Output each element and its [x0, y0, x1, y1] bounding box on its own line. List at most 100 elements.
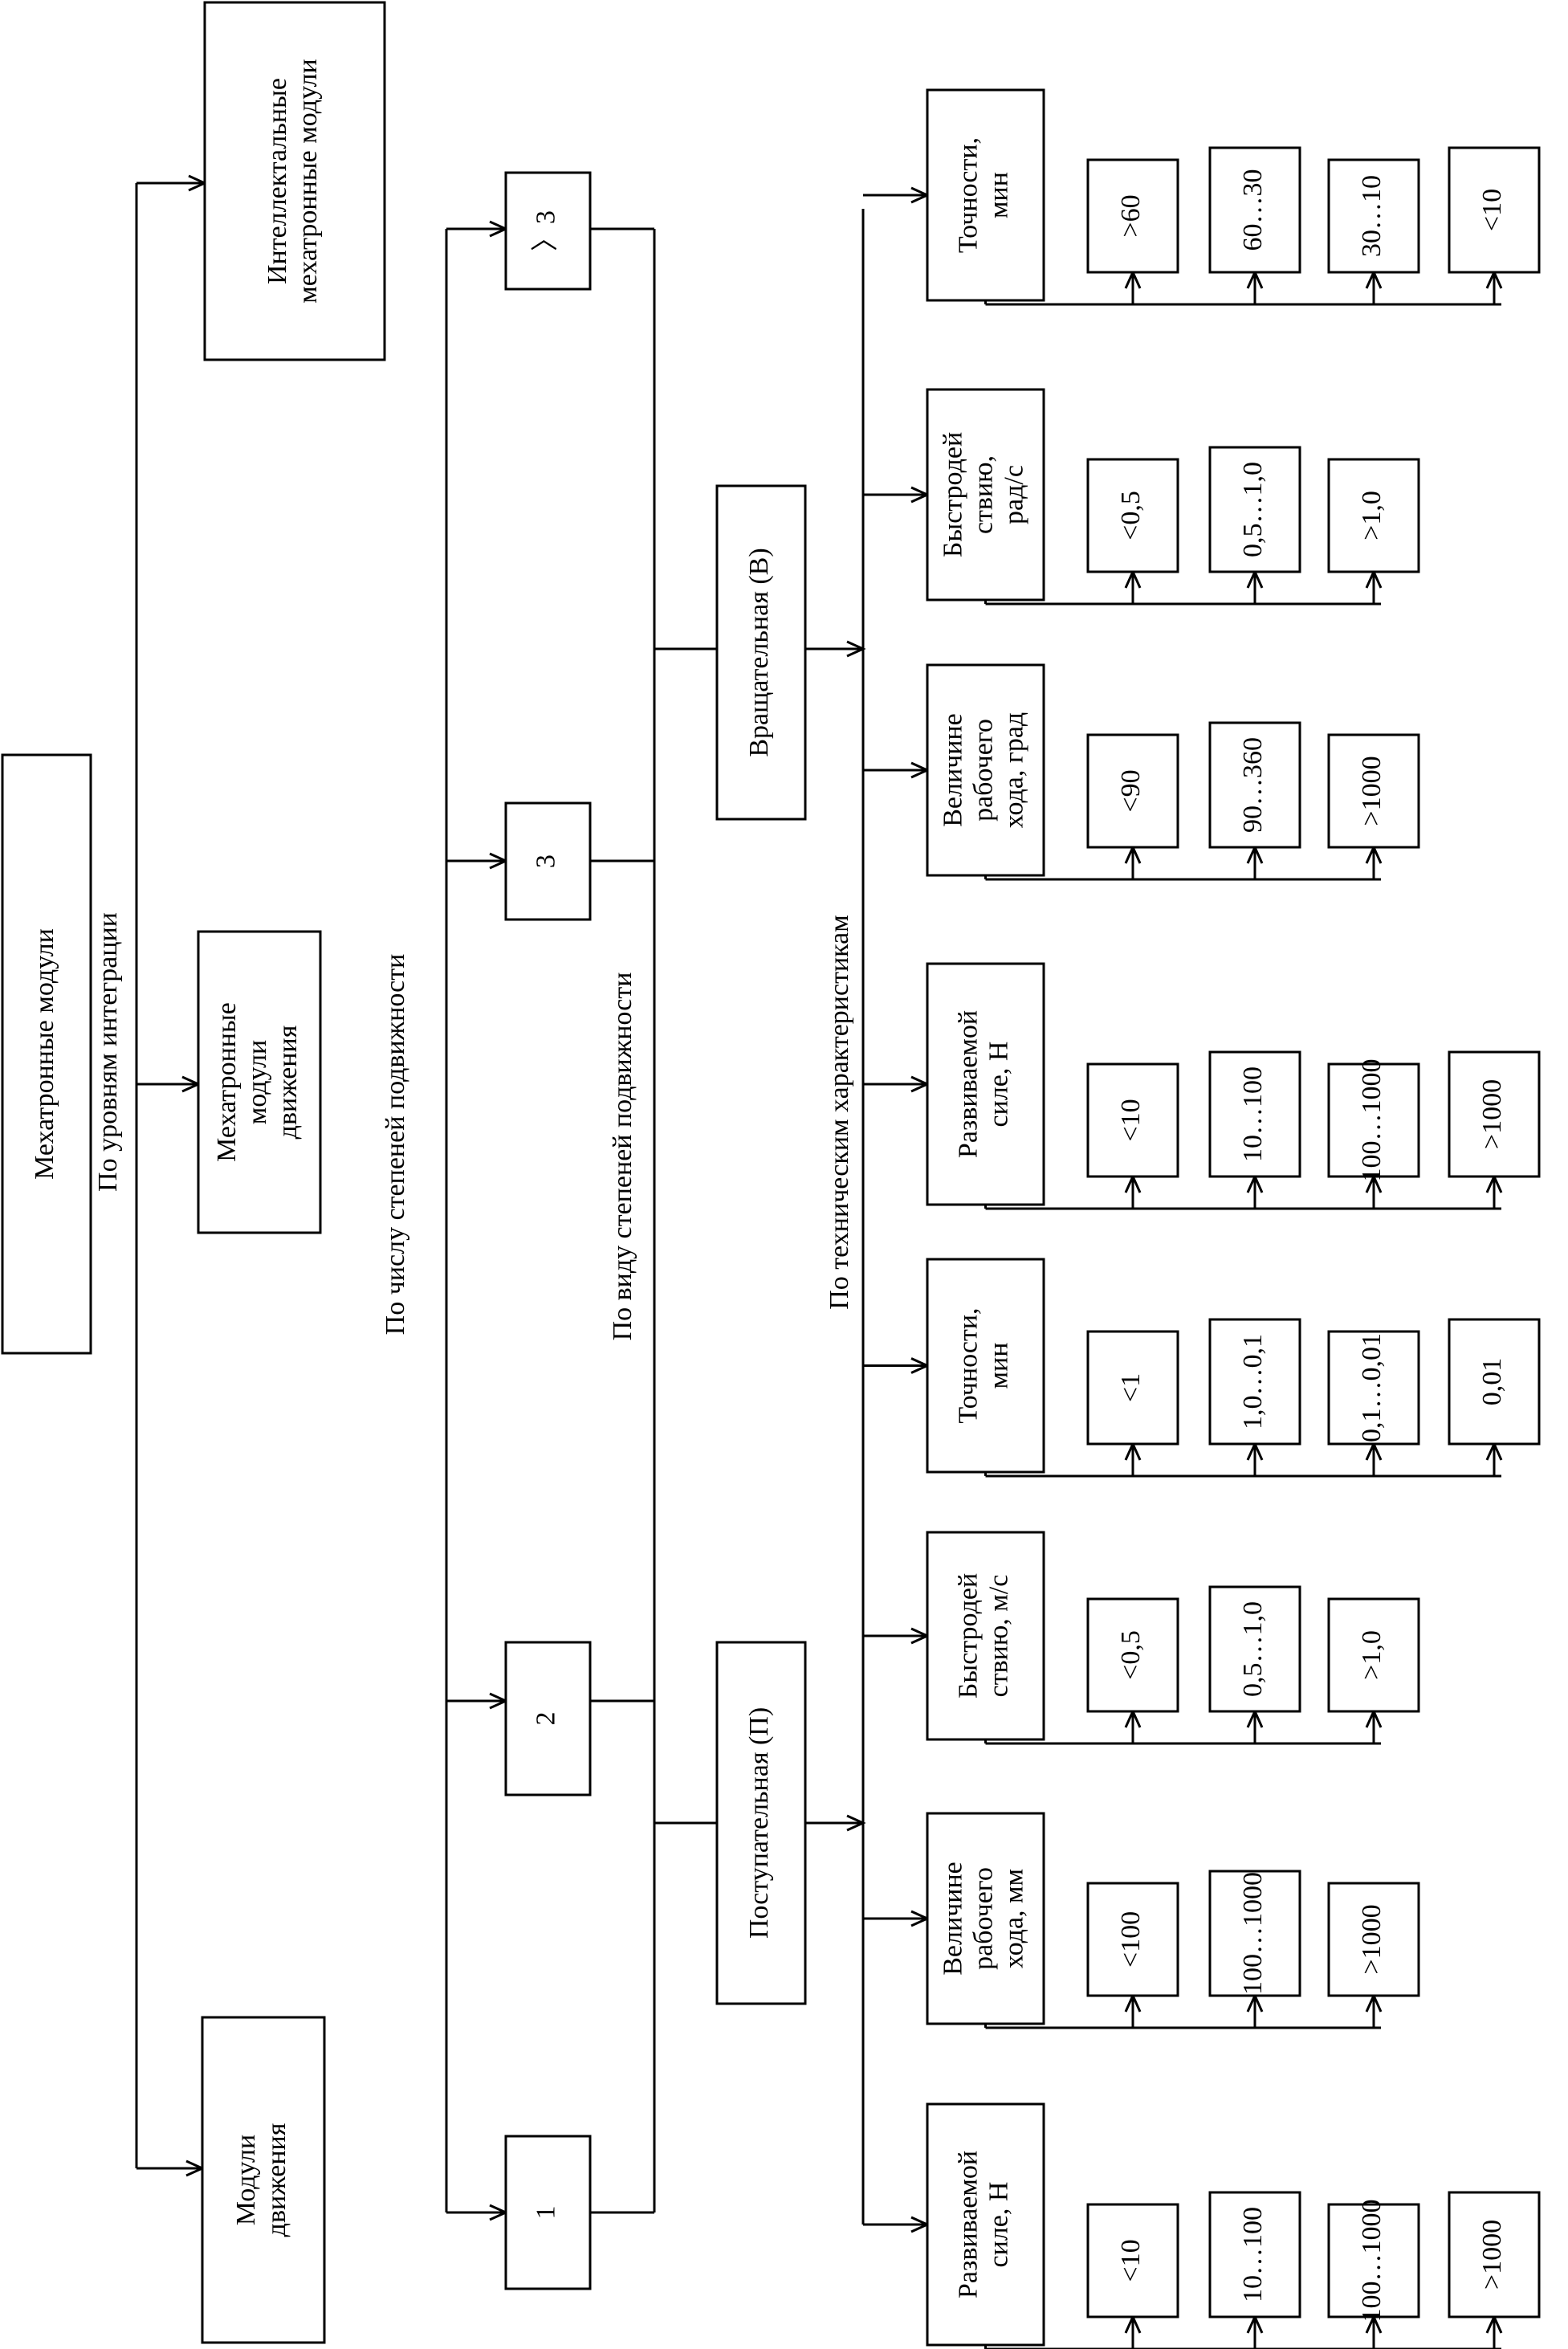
label-dof-kind: По виду степеней подвижности [608, 973, 637, 1341]
integration-level-2-text-2: модули [242, 1040, 272, 1125]
dof-count-2: 2 [504, 1641, 592, 1796]
value-rot-2-3: >1000 [1327, 733, 1420, 849]
value-rot-1-1: <10 [1086, 1062, 1179, 1178]
dof-count-1-text: 1 [531, 2206, 560, 2220]
transl-char-3-text-2: ствию, м/с [984, 1575, 1013, 1698]
value-rot-2-1-text: <90 [1116, 769, 1146, 812]
rot-char-1-text-1: Развиваемой [953, 1010, 983, 1158]
rot-char-4: Точности,мин [926, 88, 1045, 302]
value-rot-2-2-text: 90…360 [1238, 737, 1268, 833]
value-transl-4-4-text: 0,01 [1477, 1358, 1507, 1406]
value-rot-4-4: <10 [1448, 146, 1541, 274]
value-transl-1-4-text: >1000 [1477, 2220, 1507, 2290]
value-rot-3-2: 0,5…1,0 [1208, 446, 1301, 573]
value-transl-1-1-text: <10 [1116, 2239, 1146, 2282]
label-tech: По техническим характеристикам [825, 915, 854, 1310]
root-box-text: Мехатронные модули [30, 928, 59, 1180]
integration-level-2-text-3: движения [273, 1025, 303, 1139]
transl-char-1-text-1: Развиваемой [953, 2151, 983, 2298]
value-transl-2-1-text: <100 [1116, 1911, 1146, 1968]
value-rot-2-1: <90 [1086, 733, 1179, 849]
transl-char-4-text-1: Точности, [953, 1307, 983, 1423]
value-rot-4-1: >60 [1086, 158, 1179, 274]
value-rot-4-2-text: 60…30 [1238, 169, 1268, 251]
value-rot-3-1-text: <0,5 [1116, 491, 1146, 540]
dof-count-2-text: 2 [531, 1712, 560, 1726]
dof-count-1: 1 [504, 2135, 592, 2290]
transl-char-2-text-1: Величине [938, 1862, 967, 1976]
value-rot-2-3-text: >1000 [1357, 756, 1387, 826]
value-rot-1-3-text: 100…1000 [1357, 1059, 1387, 1182]
integration-level-1-text-2: движения [262, 2123, 291, 2237]
label-dof-count: По числу степеней подвижности [381, 954, 410, 1336]
value-rot-4-1-text: >60 [1116, 194, 1146, 237]
value-transl-1-2-text: 10…100 [1238, 2207, 1268, 2302]
value-rot-1-1-text: <10 [1116, 1099, 1146, 1141]
value-transl-4-3-text: 0,1…0,01 [1357, 1333, 1387, 1442]
value-transl-2-3: >1000 [1327, 1882, 1420, 1997]
label-integration: По уровням интеграции [93, 912, 123, 1192]
dof-count-3-text: 3 [531, 854, 560, 868]
integration-level-3-text-2: мехатронные модули [293, 59, 323, 304]
integration-level-1-text-1: Модули [231, 2135, 261, 2225]
label-dof-count-text: По числу степеней подвижности [381, 954, 410, 1336]
value-transl-4-1-text: <1 [1116, 1373, 1146, 1402]
dof-kind-2-text: Вращательная (В) [744, 548, 774, 756]
rot-char-2-text-3: хода, град [999, 712, 1028, 828]
value-rot-1-3: 100…1000 [1327, 1059, 1420, 1182]
value-transl-2-2: 100…1000 [1208, 1870, 1301, 1997]
dof-count-4-text: 〉3 [531, 210, 560, 251]
value-transl-3-1-text: <0,5 [1116, 1630, 1146, 1680]
dof-count-3: 3 [504, 801, 592, 921]
value-transl-1-1: <10 [1086, 2203, 1179, 2318]
value-transl-1-2: 10…100 [1208, 2191, 1301, 2318]
value-rot-1-4: >1000 [1448, 1050, 1541, 1178]
value-rot-4-3: 30…10 [1327, 158, 1420, 274]
transl-char-2-text-3: хода, мм [999, 1869, 1028, 1968]
value-transl-2-2-text: 100…1000 [1238, 1872, 1268, 1995]
branch-labels: По уровням интеграции По числу степеней п… [93, 912, 854, 1340]
label-tech-text: По техническим характеристикам [825, 915, 854, 1310]
value-transl-3-2: 0,5…1,0 [1208, 1585, 1301, 1713]
transl-char-4-text-2: мин [984, 1343, 1013, 1389]
rot-char-4-text-1: Точности, [953, 137, 983, 253]
dof-kind-2: Вращательная (В) [715, 484, 807, 821]
value-transl-1-3: 100…1000 [1327, 2200, 1420, 2322]
rot-char-1-text-2: силе, Н [984, 1042, 1013, 1128]
rot-char-3-text-3: рад/с [999, 465, 1028, 524]
value-rot-3-2-text: 0,5…1,0 [1238, 462, 1268, 557]
dof-count-4: 〉3 [504, 171, 592, 291]
transl-char-1-text-2: силе, Н [984, 2182, 1013, 2268]
rot-char-3-text-2: ствию, [968, 455, 998, 534]
rot-char-3-text-1: Быстродей [938, 432, 967, 557]
integration-level-3-text-1: Интеллектальные [263, 78, 292, 284]
value-transl-3-3-text: >1,0 [1357, 1630, 1387, 1680]
value-transl-3-2-text: 0,5…1,0 [1238, 1601, 1268, 1697]
rot-char-4-text-2: мин [984, 172, 1013, 218]
value-rot-3-3-text: >1,0 [1357, 491, 1387, 540]
dof-kind-1: Поступательная (П) [715, 1641, 807, 2005]
value-transl-4-4: 0,01 [1448, 1318, 1541, 1446]
label-dof-kind-text: По виду степеней подвижности [608, 973, 637, 1341]
value-transl-3-1: <0,5 [1086, 1597, 1179, 1713]
value-rot-3-3: >1,0 [1327, 458, 1420, 573]
value-rot-4-2: 60…30 [1208, 146, 1301, 274]
value-transl-4-2: 1,0…0,1 [1208, 1318, 1301, 1446]
transl-char-2-text-2: рабочего [968, 1867, 998, 1970]
value-rot-2-2: 90…360 [1208, 721, 1301, 849]
label-integration-text: По уровням интеграции [93, 912, 123, 1192]
value-transl-4-3: 0,1…0,01 [1327, 1330, 1420, 1446]
connector-lines [135, 174, 1503, 2349]
root-box: Мехатронные модули [1, 753, 92, 1355]
value-rot-1-4-text: >1000 [1477, 1079, 1507, 1149]
value-rot-3-1: <0,5 [1086, 458, 1179, 573]
value-transl-2-1: <100 [1086, 1882, 1179, 1997]
